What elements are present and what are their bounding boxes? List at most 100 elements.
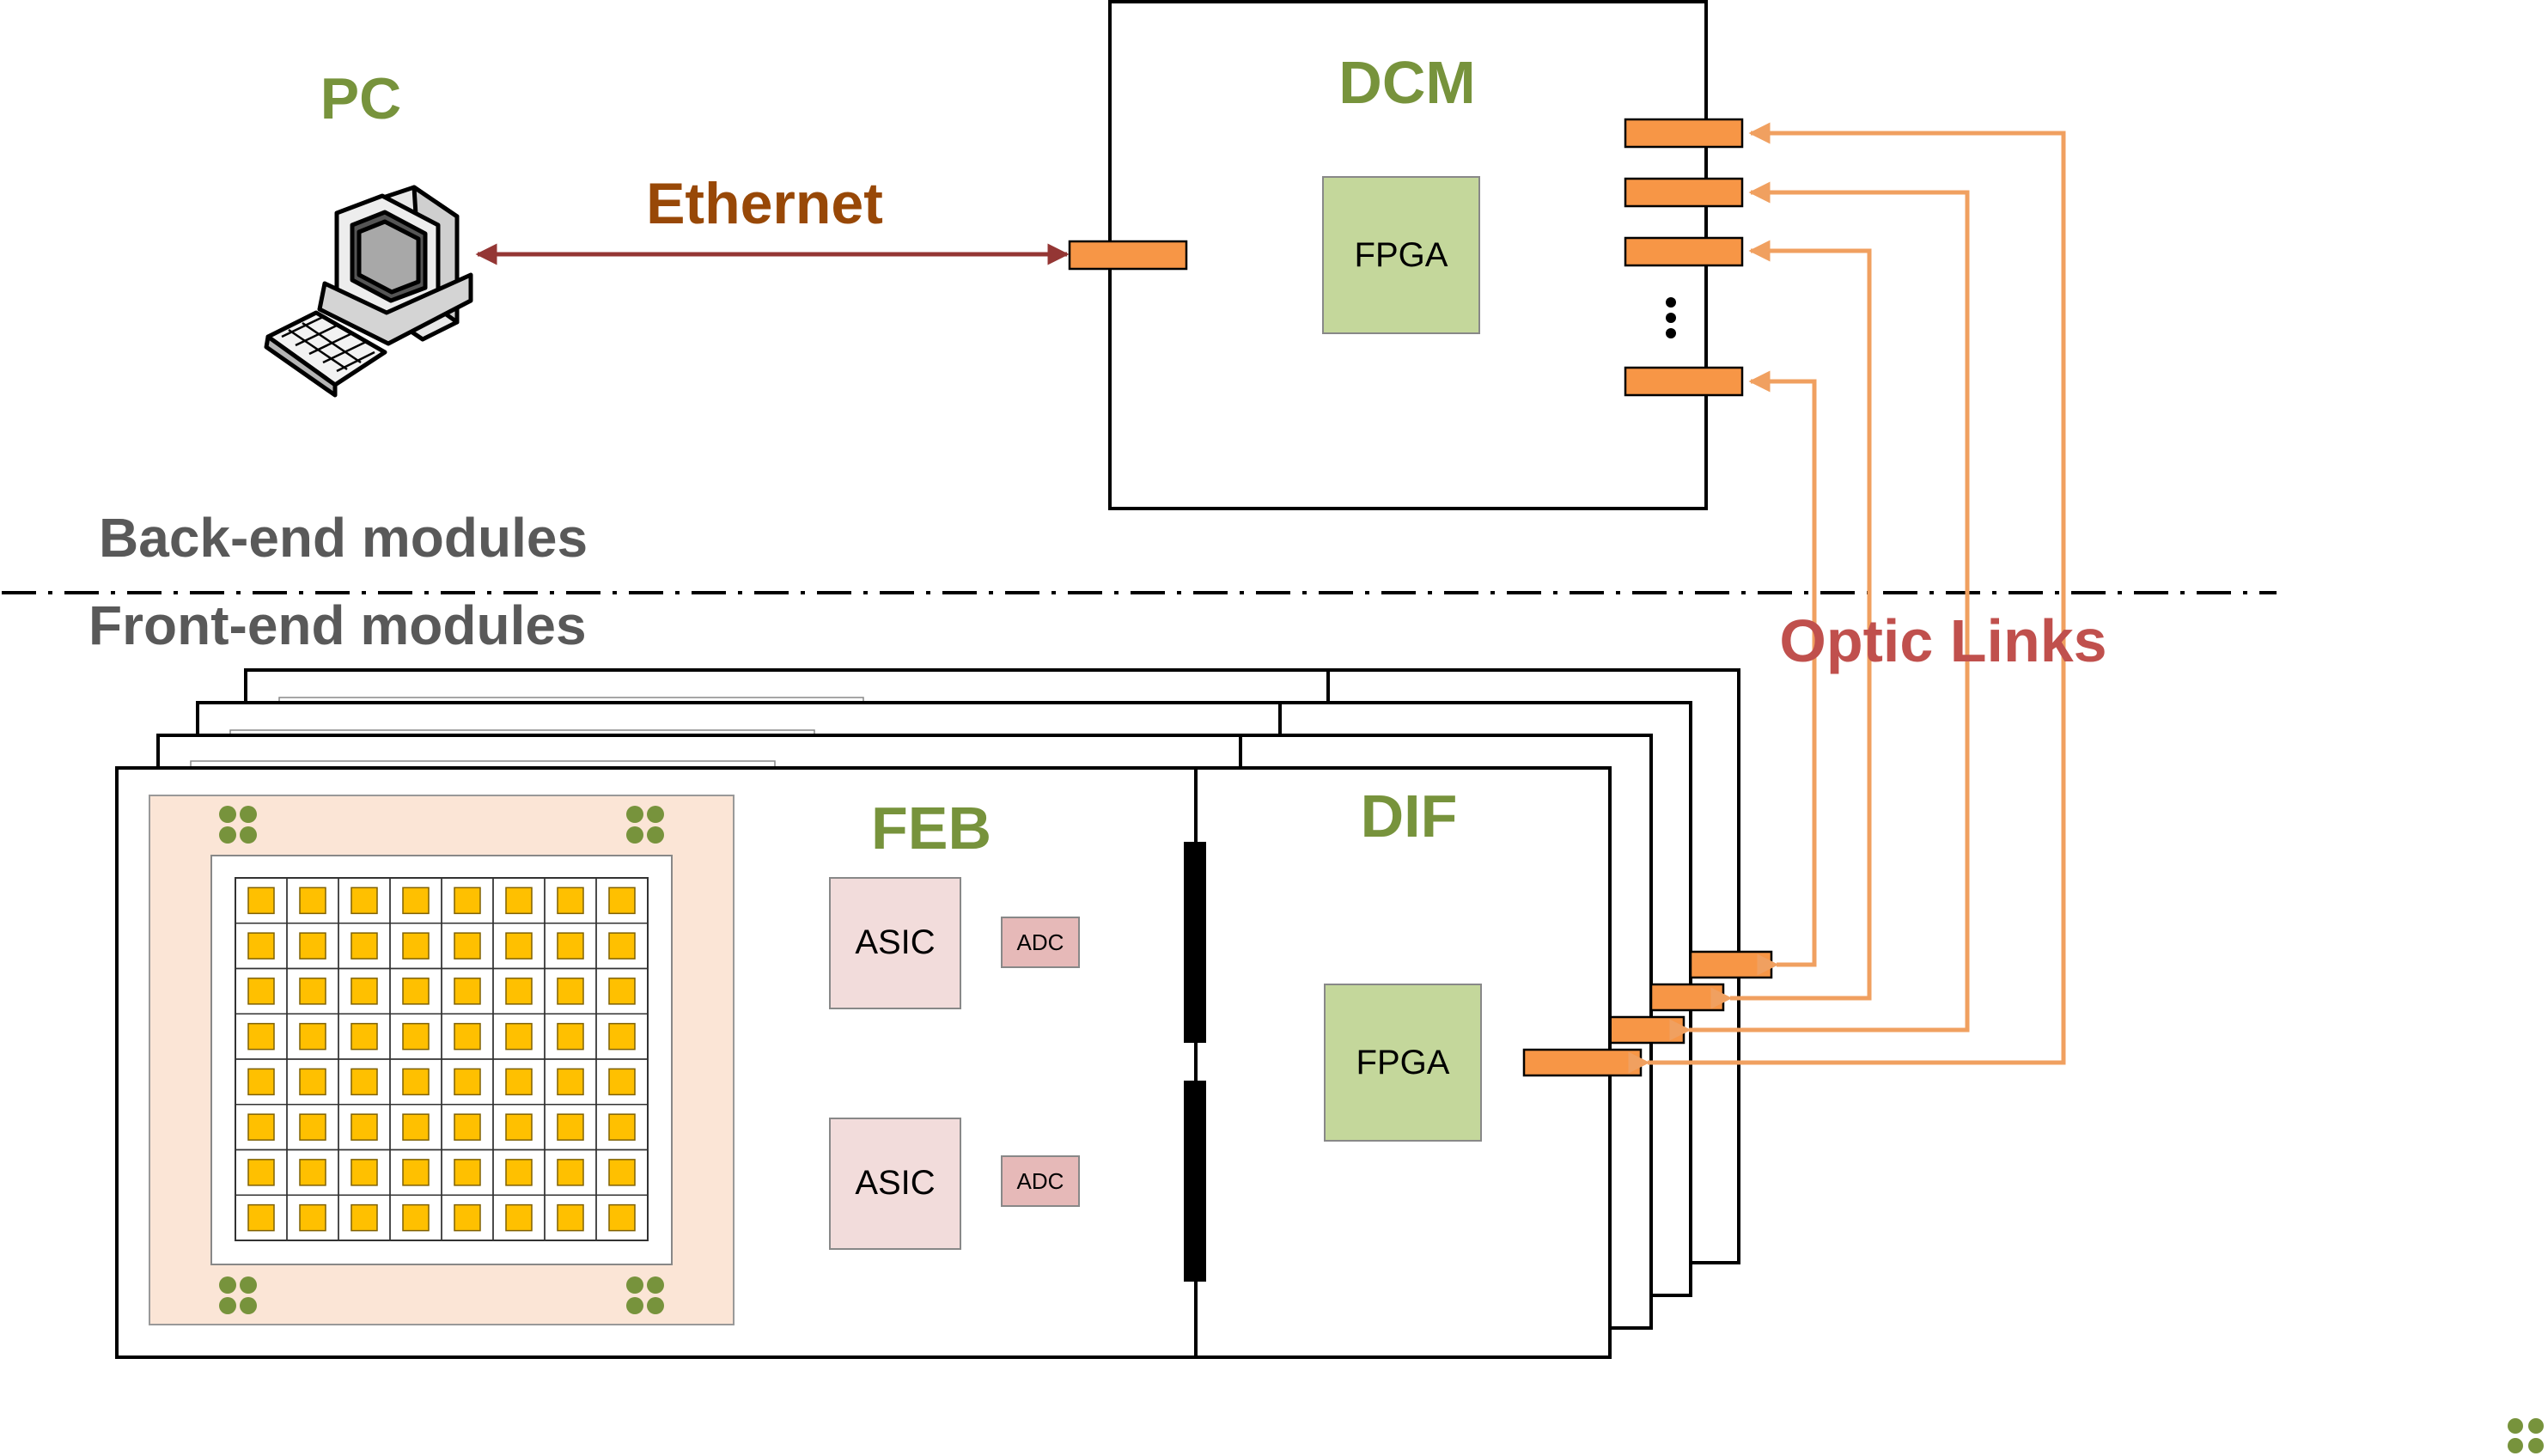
- mounting-dot: [219, 806, 236, 823]
- pixel-pad: [454, 1068, 481, 1096]
- pixel-pad: [299, 886, 326, 915]
- dif-fpga-label: FPGA: [1356, 1044, 1450, 1081]
- pixel-pad: [505, 886, 533, 915]
- pixel-pad: [454, 978, 481, 1005]
- feb-label: FEB: [871, 795, 991, 862]
- board-connector-2: [1184, 1081, 1206, 1282]
- pixel-pad: [402, 886, 430, 915]
- pixel-pad: [351, 1159, 378, 1186]
- pixel-pad: [454, 886, 481, 915]
- pixel-pad: [351, 1203, 378, 1232]
- pixel-pad: [505, 1203, 533, 1232]
- pixel-pad: [247, 978, 275, 1005]
- pixel-pad: [557, 1159, 584, 1186]
- pixel-pad: [608, 1022, 636, 1051]
- mounting-dot: [240, 1297, 257, 1314]
- mounting-dot: [626, 1297, 643, 1314]
- mounting-dot: [240, 1276, 257, 1294]
- pixel-pad: [402, 1068, 430, 1096]
- pixel-pad: [402, 978, 430, 1005]
- pixel-pad: [402, 1203, 430, 1232]
- dcm-optic-port-3: [1624, 236, 1744, 267]
- pixel-pad: [505, 1113, 533, 1141]
- pixel-pad: [608, 1203, 636, 1232]
- dcm-optic-port-1: [1624, 118, 1744, 149]
- dcm-optic-port-2: [1624, 177, 1744, 208]
- optic-link-2: [1710, 240, 1872, 1009]
- mounting-dot: [219, 1276, 236, 1294]
- mounting-dot: [240, 826, 257, 844]
- pixel-pad: [557, 886, 584, 915]
- adc-label-2: ADC: [1017, 1168, 1064, 1194]
- pixel-pad: [505, 1068, 533, 1096]
- adc-chip-1: [1001, 917, 1080, 968]
- pixel-pad: [608, 932, 636, 959]
- pixel-pad: [299, 932, 326, 959]
- pixel-pad: [247, 1113, 275, 1141]
- dif-optic-port-2: [1649, 983, 1725, 1012]
- pixel-pad: [299, 1022, 326, 1051]
- pixel-pad: [608, 1113, 636, 1141]
- pixel-pad: [351, 886, 378, 915]
- pixel-pad: [454, 1022, 481, 1051]
- pixel-pad: [608, 1159, 636, 1186]
- pixel-pad: [351, 978, 378, 1005]
- pixel-pad: [557, 1068, 584, 1096]
- back-end-label: Back-end modules: [99, 507, 588, 569]
- dcm-label: DCM: [1338, 49, 1475, 116]
- pixel-pad: [557, 1022, 584, 1051]
- pixel-pad: [299, 978, 326, 1005]
- pixel-pad: [557, 1203, 584, 1232]
- dif-optic-port-3: [1689, 950, 1773, 979]
- mounting-dot: [647, 1297, 664, 1314]
- pixel-pad: [608, 886, 636, 915]
- dif-fpga: [1324, 984, 1482, 1142]
- ethernet-label: Ethernet: [646, 171, 883, 236]
- pixel-pad: [247, 1159, 275, 1186]
- pixel-pad: [299, 1068, 326, 1096]
- dif-optic-port-front: [1522, 1048, 1643, 1077]
- pixel-pad: [247, 1068, 275, 1096]
- pixel-pad: [247, 1203, 275, 1232]
- pixel-pad: [505, 932, 533, 959]
- pixel-pad: [505, 1159, 533, 1186]
- corner-decoration-dots: [2508, 1418, 2544, 1453]
- computer-icon: [264, 185, 473, 398]
- optic-links-label: Optic Links: [1779, 607, 2106, 674]
- mounting-dot: [647, 826, 664, 844]
- pixel-pad: [299, 1203, 326, 1232]
- pixel-pad: [247, 886, 275, 915]
- pixel-pad: [454, 932, 481, 959]
- dcm-ethernet-port: [1068, 240, 1188, 271]
- pc-label: PC: [320, 66, 401, 131]
- mounting-dot: [647, 1276, 664, 1294]
- mounting-dot: [240, 806, 257, 823]
- pixel-pad: [402, 1022, 430, 1051]
- pixel-pad: [505, 1022, 533, 1051]
- dif-label: DIF: [1361, 783, 1458, 850]
- pixel-pad: [557, 932, 584, 959]
- dcm-fpga-label: FPGA: [1355, 236, 1448, 274]
- asic-label-2: ASIC: [855, 1164, 935, 1202]
- pixel-pad: [402, 1159, 430, 1186]
- pixel-pad: [557, 1113, 584, 1141]
- optic-links: [1628, 122, 2066, 1074]
- pixel-pad: [247, 1022, 275, 1051]
- pixel-pad: [351, 932, 378, 959]
- pixel-pad: [608, 978, 636, 1005]
- optic-link-3: [1669, 181, 1970, 1041]
- adc-chip-2: [1001, 1155, 1080, 1207]
- adc-label-1: ADC: [1017, 929, 1064, 955]
- pixel-pad: [402, 1113, 430, 1141]
- pixel-pad: [454, 1159, 481, 1186]
- mounting-dot: [626, 1276, 643, 1294]
- pixel-pad: [351, 1113, 378, 1141]
- pixel-pad: [608, 1068, 636, 1096]
- front-end-label: Front-end modules: [88, 594, 587, 656]
- vertical-ellipsis-icon: [1666, 297, 1676, 338]
- pixel-pad: [299, 1159, 326, 1186]
- mounting-dot: [647, 806, 664, 823]
- mounting-dot: [626, 826, 643, 844]
- board-connector-1: [1184, 842, 1206, 1043]
